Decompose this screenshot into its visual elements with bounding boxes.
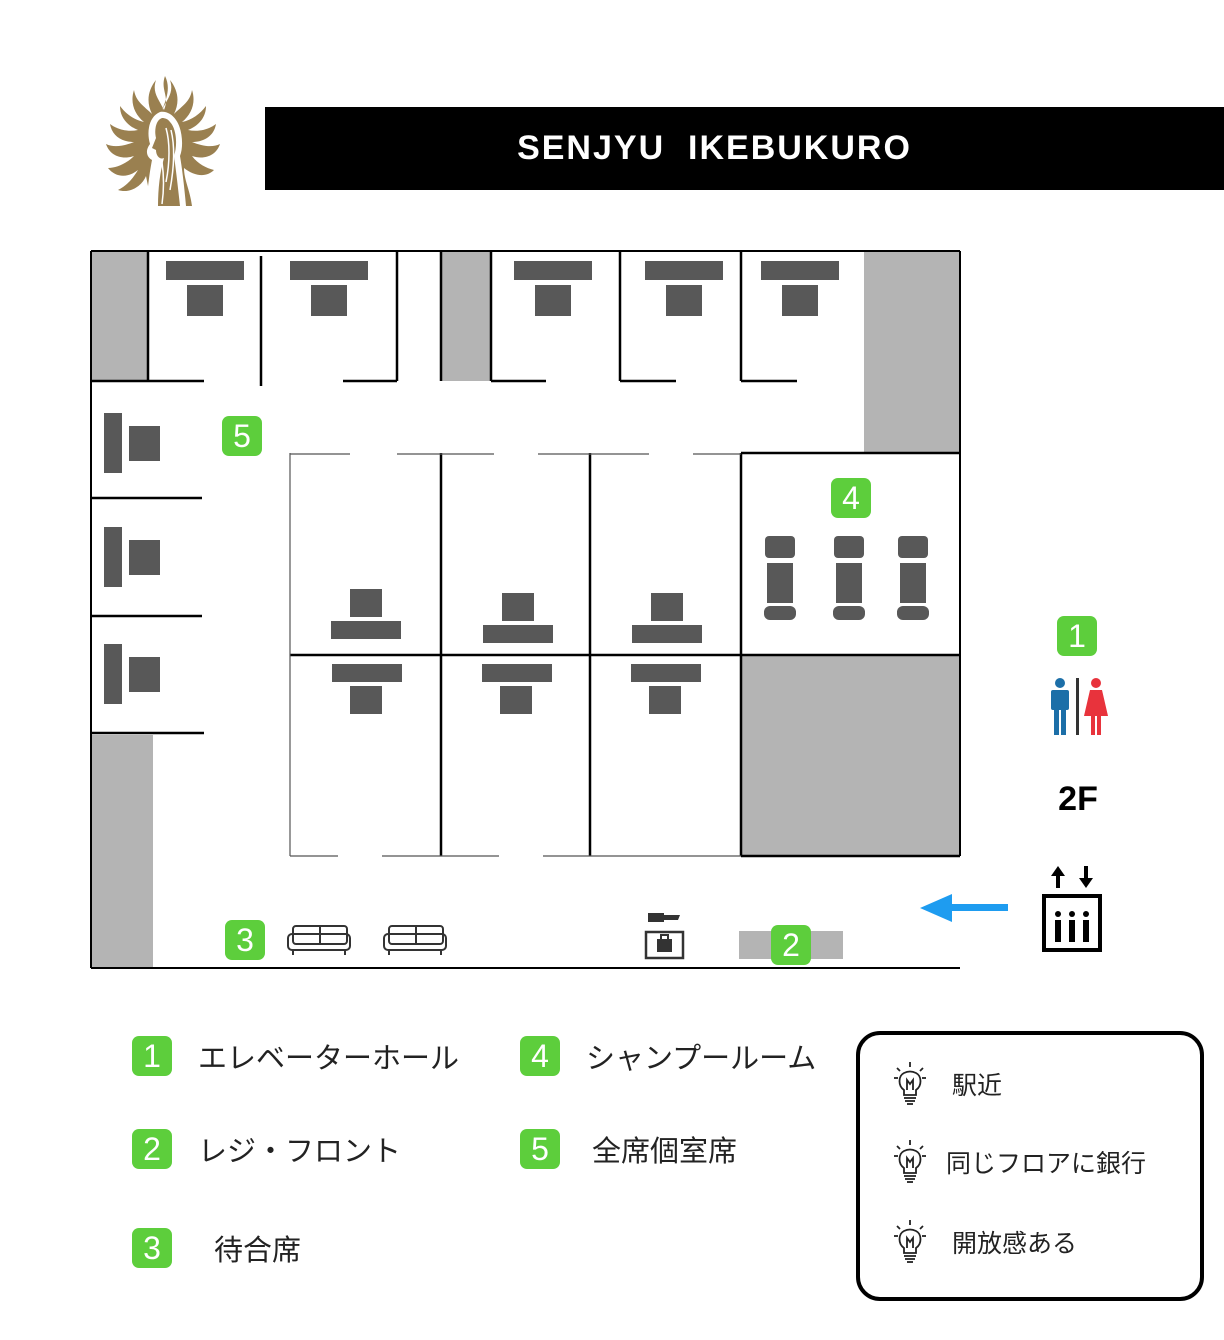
feature-item: 開放感ある <box>890 1217 1077 1267</box>
map-marker-3: 3 <box>225 920 265 960</box>
outer-walls <box>90 250 961 969</box>
feature-label: 同じフロアに銀行 <box>946 1149 1147 1178</box>
legend-badge: 5 <box>520 1129 560 1169</box>
legend-item-2: 2 レジ・フロント <box>132 1129 401 1169</box>
feature-label: 開放感ある <box>952 1229 1078 1258</box>
register-icon <box>644 913 685 960</box>
legend-badge: 2 <box>132 1129 172 1169</box>
brand-logo <box>106 76 220 206</box>
map-marker-2: 2 <box>771 925 811 965</box>
floor-level: 2F <box>1058 780 1098 818</box>
map-marker-5: 5 <box>222 416 262 456</box>
legend-label: シャンプールーム <box>586 1041 817 1075</box>
features-box: 駅近 同じフロアに銀行 開放感ある <box>856 1031 1204 1301</box>
lightbulb-icon <box>894 1220 926 1263</box>
legend-badge: 4 <box>520 1036 560 1076</box>
lightbulb-icon <box>894 1140 926 1183</box>
booth-walls <box>91 251 960 858</box>
elevator-icon <box>1042 866 1102 952</box>
shampoo-chairs <box>764 536 929 620</box>
legend-item-1: 1 エレベーターホール <box>132 1036 459 1076</box>
lightbulb-icon <box>894 1062 926 1105</box>
title-banner: SENJYU IKEBUKURO <box>265 107 1224 190</box>
left-arrow-icon <box>920 894 1008 922</box>
restroom-icon <box>1051 678 1108 735</box>
left-booth-furniture <box>104 413 160 704</box>
legend-label: エレベーターホール <box>198 1041 460 1075</box>
sofa-icon <box>383 925 447 955</box>
store-title: SENJYU IKEBUKURO <box>517 129 912 167</box>
central-block-outline <box>289 453 741 857</box>
legend-badge: 1 <box>132 1036 172 1076</box>
sofa-icon <box>287 925 351 955</box>
gray-areas <box>91 251 960 968</box>
feature-item: 同じフロアに銀行 <box>890 1137 1146 1187</box>
legend-badge: 3 <box>132 1228 172 1268</box>
feature-item: 駅近 <box>890 1059 1002 1109</box>
central-stations <box>331 589 702 714</box>
legend-label: 全席個室席 <box>592 1134 738 1168</box>
legend-item-3: 3 待合席 <box>132 1228 301 1268</box>
top-booth-furniture <box>166 261 839 316</box>
map-marker-1: 1 <box>1057 616 1097 656</box>
feature-label: 駅近 <box>952 1071 1003 1100</box>
map-marker-4: 4 <box>831 478 871 518</box>
legend-item-5: 5 全席個室席 <box>520 1129 737 1169</box>
legend-label: レジ・フロント <box>198 1134 402 1168</box>
legend-label: 待合席 <box>214 1233 302 1267</box>
legend-item-4: 4 シャンプールーム <box>520 1036 816 1076</box>
